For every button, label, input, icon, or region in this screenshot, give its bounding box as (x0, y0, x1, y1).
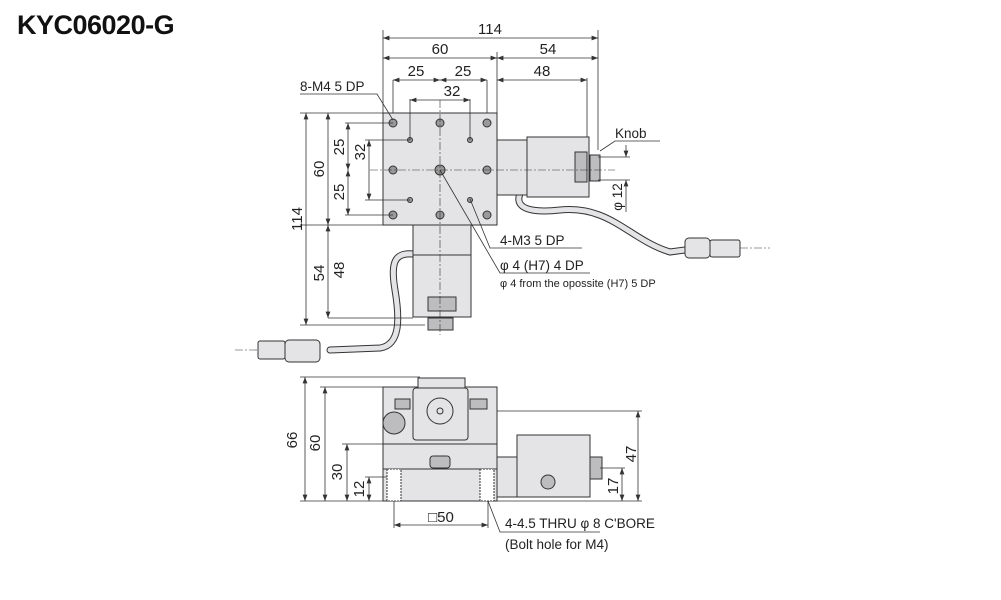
dim-stage-width: 60 (432, 41, 449, 58)
knob-bottom (427, 317, 454, 331)
dim-mid-height: 30 (329, 464, 346, 481)
label-bolt-note: (Bolt hole for M4) (505, 537, 609, 552)
dim-motor-height: 54 (311, 265, 328, 282)
dim-base-height: 12 (351, 481, 368, 498)
cable-right (515, 176, 770, 259)
label-m4-holes: 8-M4 5 DP (300, 79, 365, 94)
label-pin-hole: φ 4 (H7) 4 DP (500, 258, 584, 273)
label-knob: Knob (615, 126, 647, 141)
knob-right (589, 154, 601, 182)
cable-bottom (235, 250, 424, 363)
dim-v-pitch-b: 25 (331, 184, 348, 201)
dim-motor-width: 54 (540, 41, 557, 58)
dim-m3-pitch: 32 (444, 83, 461, 100)
label-pin-hole-opposite: φ 4 from the opossite (H7) 5 DP (500, 278, 656, 290)
dim-stage-height-side: 60 (307, 435, 324, 452)
label-m3-holes: 4-M3 5 DP (500, 233, 565, 248)
dim-bolt-pitch: □50 (428, 509, 454, 526)
dim-motor-height-side: 47 (623, 446, 640, 463)
motor-coupling-right (496, 139, 528, 196)
dim-hole-pitch-b: 25 (455, 63, 472, 80)
top-view: 114 60 54 25 25 48 32 114 60 25 25 32 54… (235, 21, 770, 363)
dim-hole-pitch-a: 25 (408, 63, 425, 80)
side-view: 66 60 30 12 □50 47 17 4-4.5 THRU φ 8 C'B… (284, 376, 655, 552)
motor-side-right (516, 434, 591, 498)
m4-hole (482, 210, 492, 220)
m4-hole (482, 118, 492, 128)
dim-v-m3-pitch: 32 (352, 144, 369, 161)
dim-knob-height: 17 (605, 478, 622, 495)
label-bolt-holes: 4-4.5 THRU φ 8 C'BORE (505, 516, 655, 531)
dim-total-height: 66 (284, 432, 301, 449)
drawing-title: KYC06020-G (17, 10, 175, 40)
dim-overall-width: 114 (478, 21, 502, 38)
label-knob-diameter: φ 12 (610, 183, 625, 211)
motor-coupling-bottom (412, 224, 472, 256)
dim-overall-height: 114 (289, 207, 306, 231)
dim-motor-length: 48 (534, 63, 551, 80)
dim-motor-length-v: 48 (331, 262, 348, 279)
dim-v-pitch-a: 25 (331, 139, 348, 156)
dim-stage-height: 60 (311, 161, 328, 178)
